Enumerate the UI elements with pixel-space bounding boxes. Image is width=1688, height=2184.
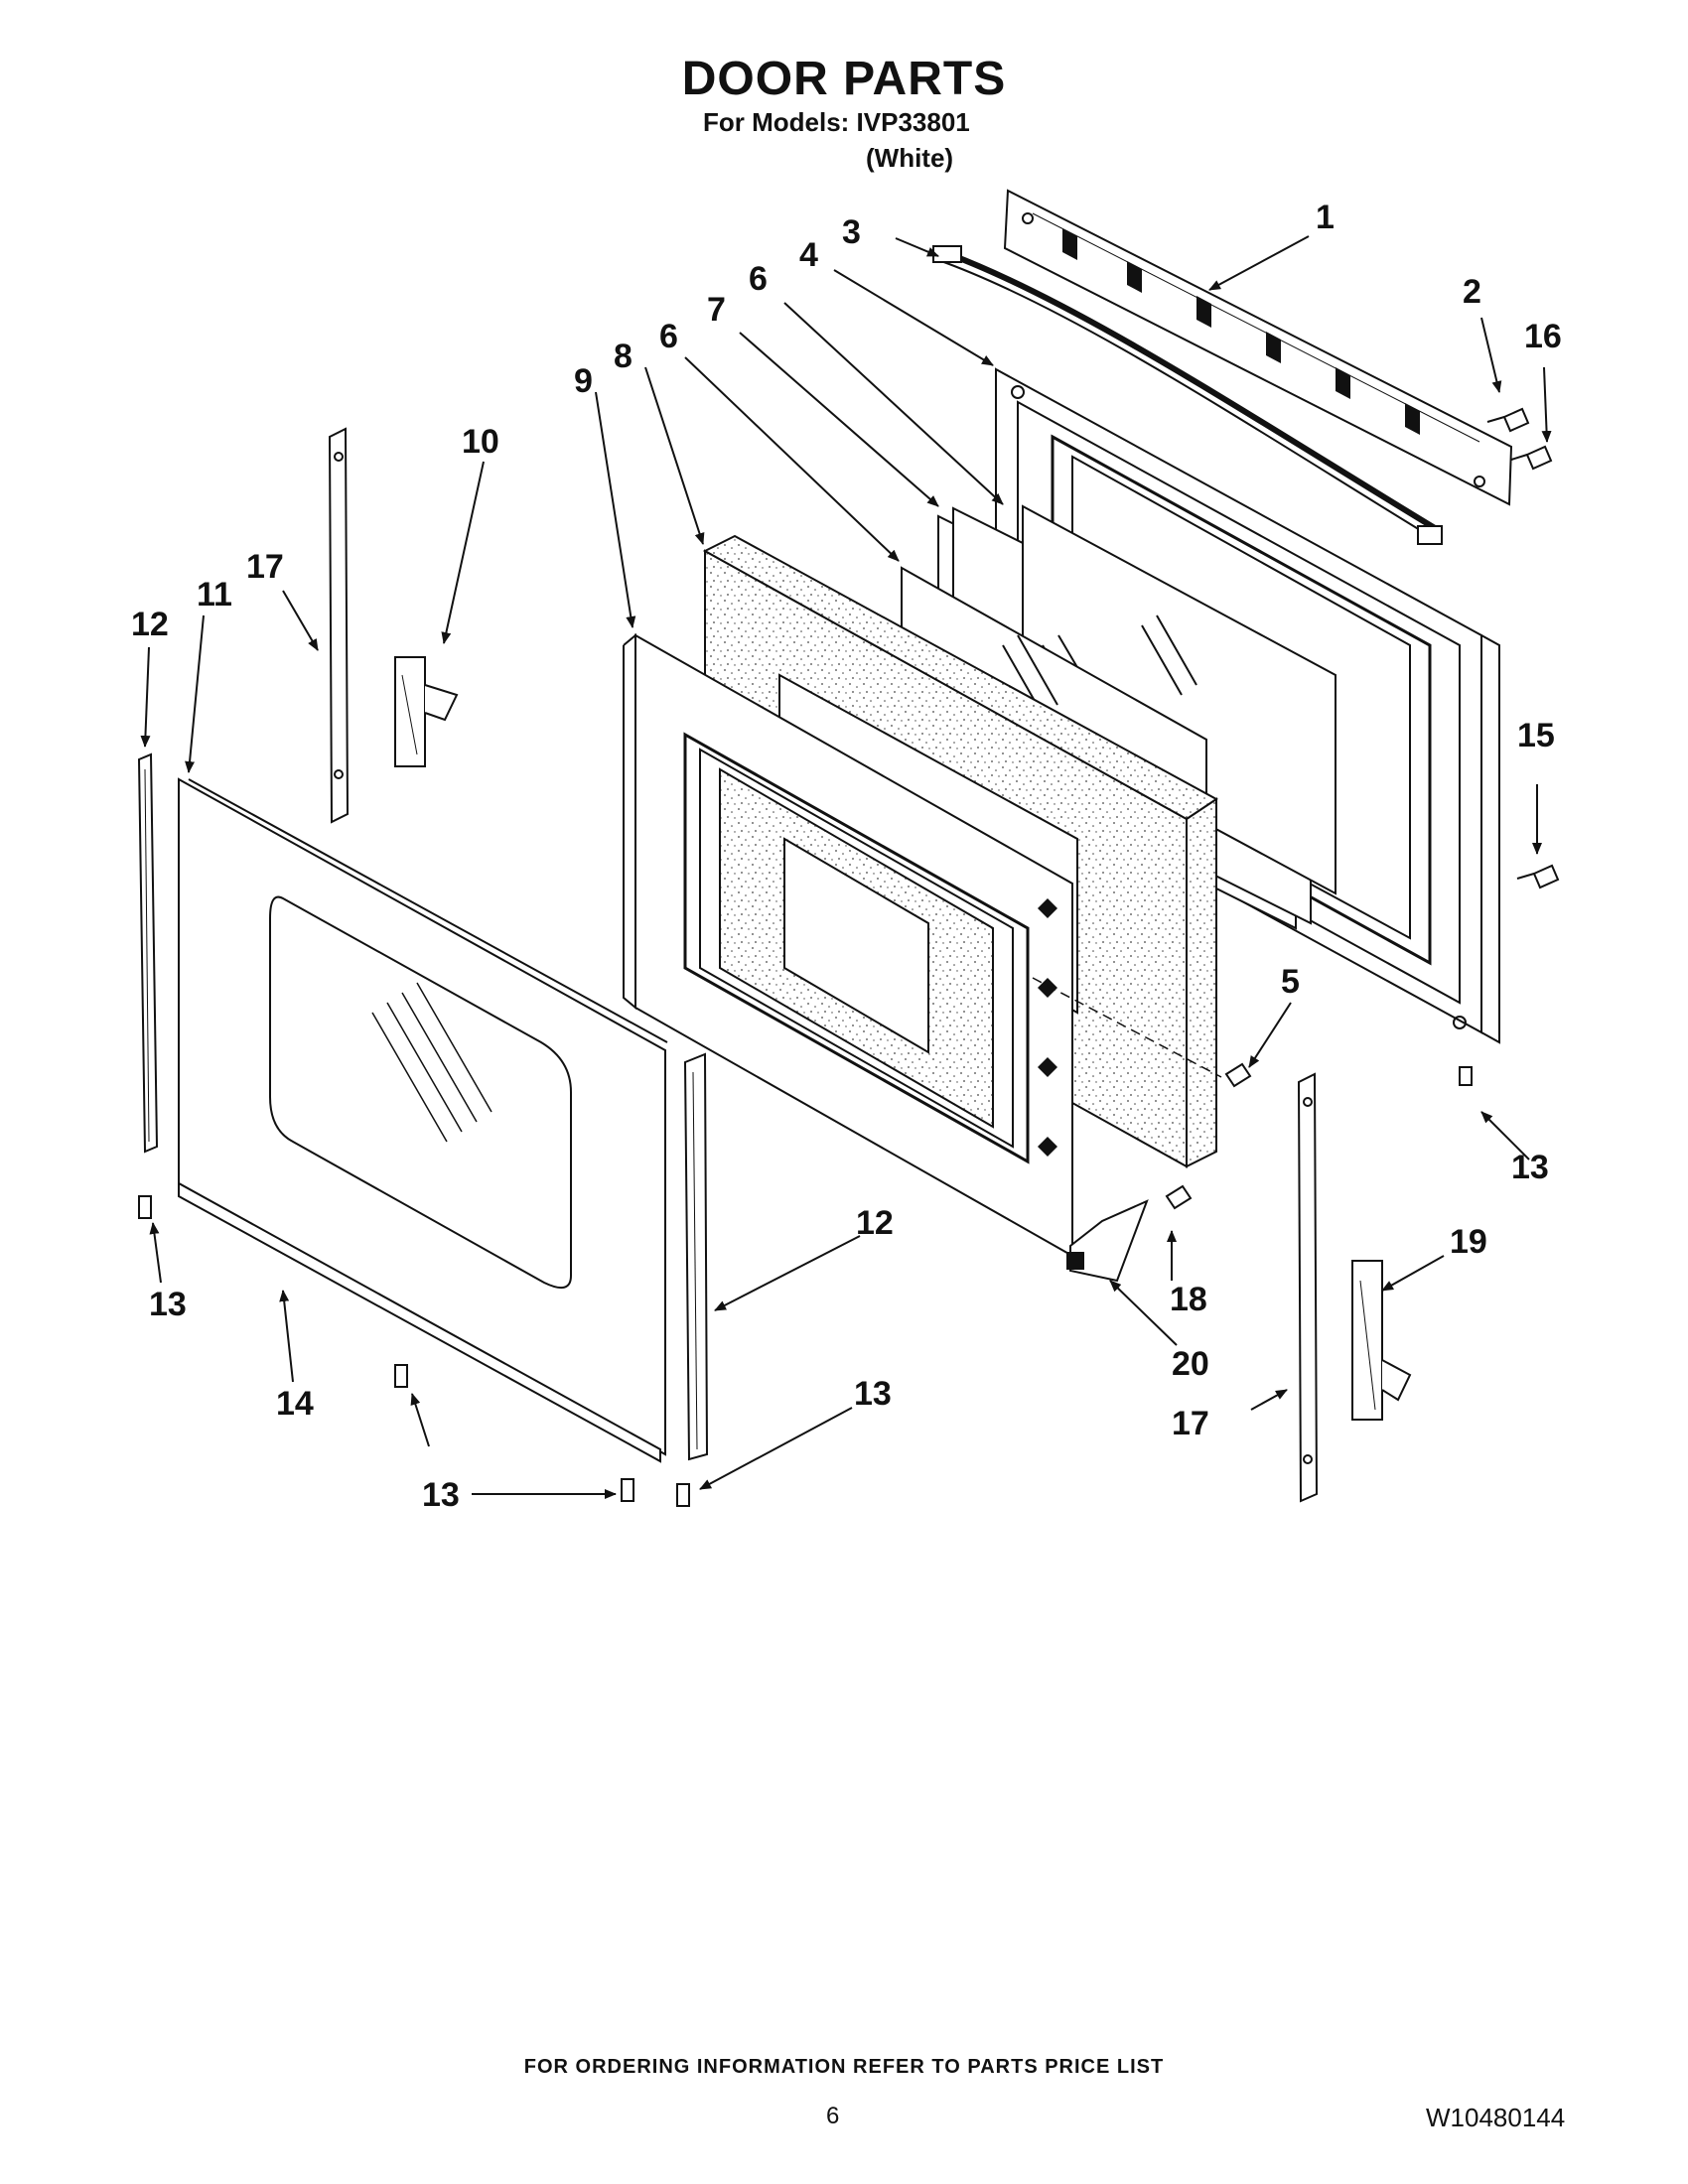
- vent-trim-part: [1003, 189, 1513, 506]
- hinge-bracket-right-part: [1297, 1072, 1319, 1503]
- callout-label: 10: [462, 423, 499, 461]
- color-line: (White): [866, 143, 954, 173]
- callout-label: 6: [659, 318, 678, 355]
- callout-label: 17: [1172, 1405, 1209, 1442]
- callout-label: 1: [1316, 199, 1335, 236]
- page-number: 6: [826, 2103, 840, 2129]
- callout-label: 13: [149, 1286, 187, 1323]
- callout-label: 4: [799, 236, 818, 274]
- callout-label: 2: [1463, 273, 1481, 311]
- callout-label: 5: [1281, 963, 1300, 1001]
- callout-labels: 1 2 3 4 6 7 6 8 9 10 16 17 11 12 15 5 13…: [131, 199, 1562, 1514]
- hinge-left-part: [394, 656, 459, 767]
- callout-label: 13: [854, 1375, 892, 1413]
- callout-label: 7: [707, 291, 726, 329]
- callout-label: 6: [749, 260, 768, 298]
- screw-icon: [138, 407, 1560, 1507]
- callout-label: 17: [246, 548, 284, 586]
- callout-label: 15: [1517, 717, 1555, 754]
- callout-label: 20: [1172, 1345, 1209, 1383]
- callout-label: 16: [1524, 318, 1562, 355]
- callout-label: 3: [842, 213, 861, 251]
- callout-label: 8: [614, 338, 633, 375]
- page-title: DOOR PARTS: [681, 53, 1007, 105]
- outer-door-part: [178, 777, 668, 1456]
- callout-label: 12: [131, 606, 169, 643]
- callout-label: 11: [197, 576, 232, 614]
- callout-label: 13: [422, 1476, 460, 1514]
- callout-label: 13: [1511, 1149, 1549, 1186]
- callout-label: 18: [1170, 1281, 1207, 1318]
- door-frame-part: [623, 632, 1222, 1258]
- callout-label: 12: [856, 1204, 894, 1242]
- ordering-note: FOR ORDERING INFORMATION REFER TO PARTS …: [523, 2056, 1165, 2078]
- bottom-trim-part: [178, 1181, 661, 1463]
- door-handle-part: [932, 245, 1443, 545]
- bracket-part: [1066, 1199, 1149, 1283]
- models-line: For Models: IVP33801: [703, 107, 970, 137]
- callout-label: 19: [1450, 1223, 1487, 1261]
- callout-label: 9: [574, 362, 593, 400]
- hinge-right-part: [1351, 1260, 1412, 1421]
- side-trim-left-part: [137, 752, 159, 1154]
- side-trim-right-part: [683, 1052, 709, 1461]
- callout-label: 14: [276, 1385, 314, 1423]
- hinge-bracket-left-part: [328, 427, 350, 824]
- document-number: W10480144: [1426, 2103, 1566, 2132]
